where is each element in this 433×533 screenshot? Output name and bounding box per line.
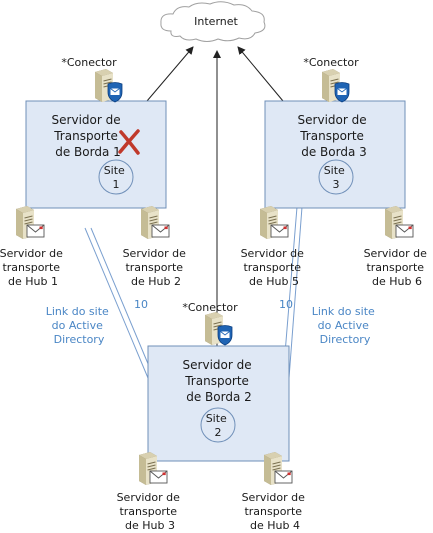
- hub-server-6-icon: [385, 206, 413, 239]
- site-label-3: Site 3: [324, 164, 349, 191]
- site-box-1: [25, 100, 167, 209]
- arrow-site1-internet: [146, 46, 194, 102]
- site-link-left-label: Link do site do Active Directory: [46, 305, 113, 346]
- site-link-left-cost: 10: [134, 298, 148, 311]
- hub-server-5-icon: [260, 206, 288, 239]
- hub-server-3-label: Servidor de transporte de Hub 3: [117, 491, 184, 532]
- arrow-site3-internet: [237, 46, 284, 102]
- site-label-2: Site 2: [206, 412, 231, 439]
- site-link-right-label: Link do site do Active Directory: [312, 305, 379, 346]
- site-link-right-cost: 10: [279, 298, 293, 311]
- site-circle-2: [200, 407, 236, 443]
- hub-server-1-icon: [16, 206, 44, 239]
- edge-server-1-title: Servidor de Transporte de Borda 1: [52, 113, 125, 159]
- site-link-left-lines: [84, 227, 155, 379]
- hub-server-6-label: Servidor de transporte de Hub 6: [364, 247, 431, 288]
- connector-label-site1: *Conector: [61, 56, 117, 69]
- site-circle-3: [318, 159, 354, 195]
- hub-server-2-label: Servidor de transporte de Hub 2: [123, 247, 190, 288]
- edge-server-3-title: Servidor de Transporte de Borda 3: [298, 113, 371, 159]
- site-circle-1: [98, 159, 134, 195]
- edge-server-1-icon: [95, 69, 122, 102]
- red-x-icon: [118, 129, 140, 155]
- internet-label: Internet: [194, 15, 238, 28]
- hub-server-4-label: Servidor de transporte de Hub 4: [242, 491, 309, 532]
- edge-server-3-icon: [322, 69, 349, 102]
- edge-server-2-icon: [205, 312, 232, 345]
- edge-server-2-title: Servidor de Transporte de Borda 2: [183, 358, 256, 404]
- cloud-icon: [160, 1, 266, 42]
- connector-label-site3: *Conector: [303, 56, 359, 69]
- site-label-1: Site 1: [104, 164, 129, 191]
- connector-label-site2: *Conector: [182, 301, 238, 314]
- hub-server-2-icon: [141, 206, 169, 239]
- hub-server-5-label: Servidor de transporte de Hub 5: [241, 247, 308, 288]
- hub-server-1-label: Servidor de transporte de Hub 1: [0, 247, 66, 288]
